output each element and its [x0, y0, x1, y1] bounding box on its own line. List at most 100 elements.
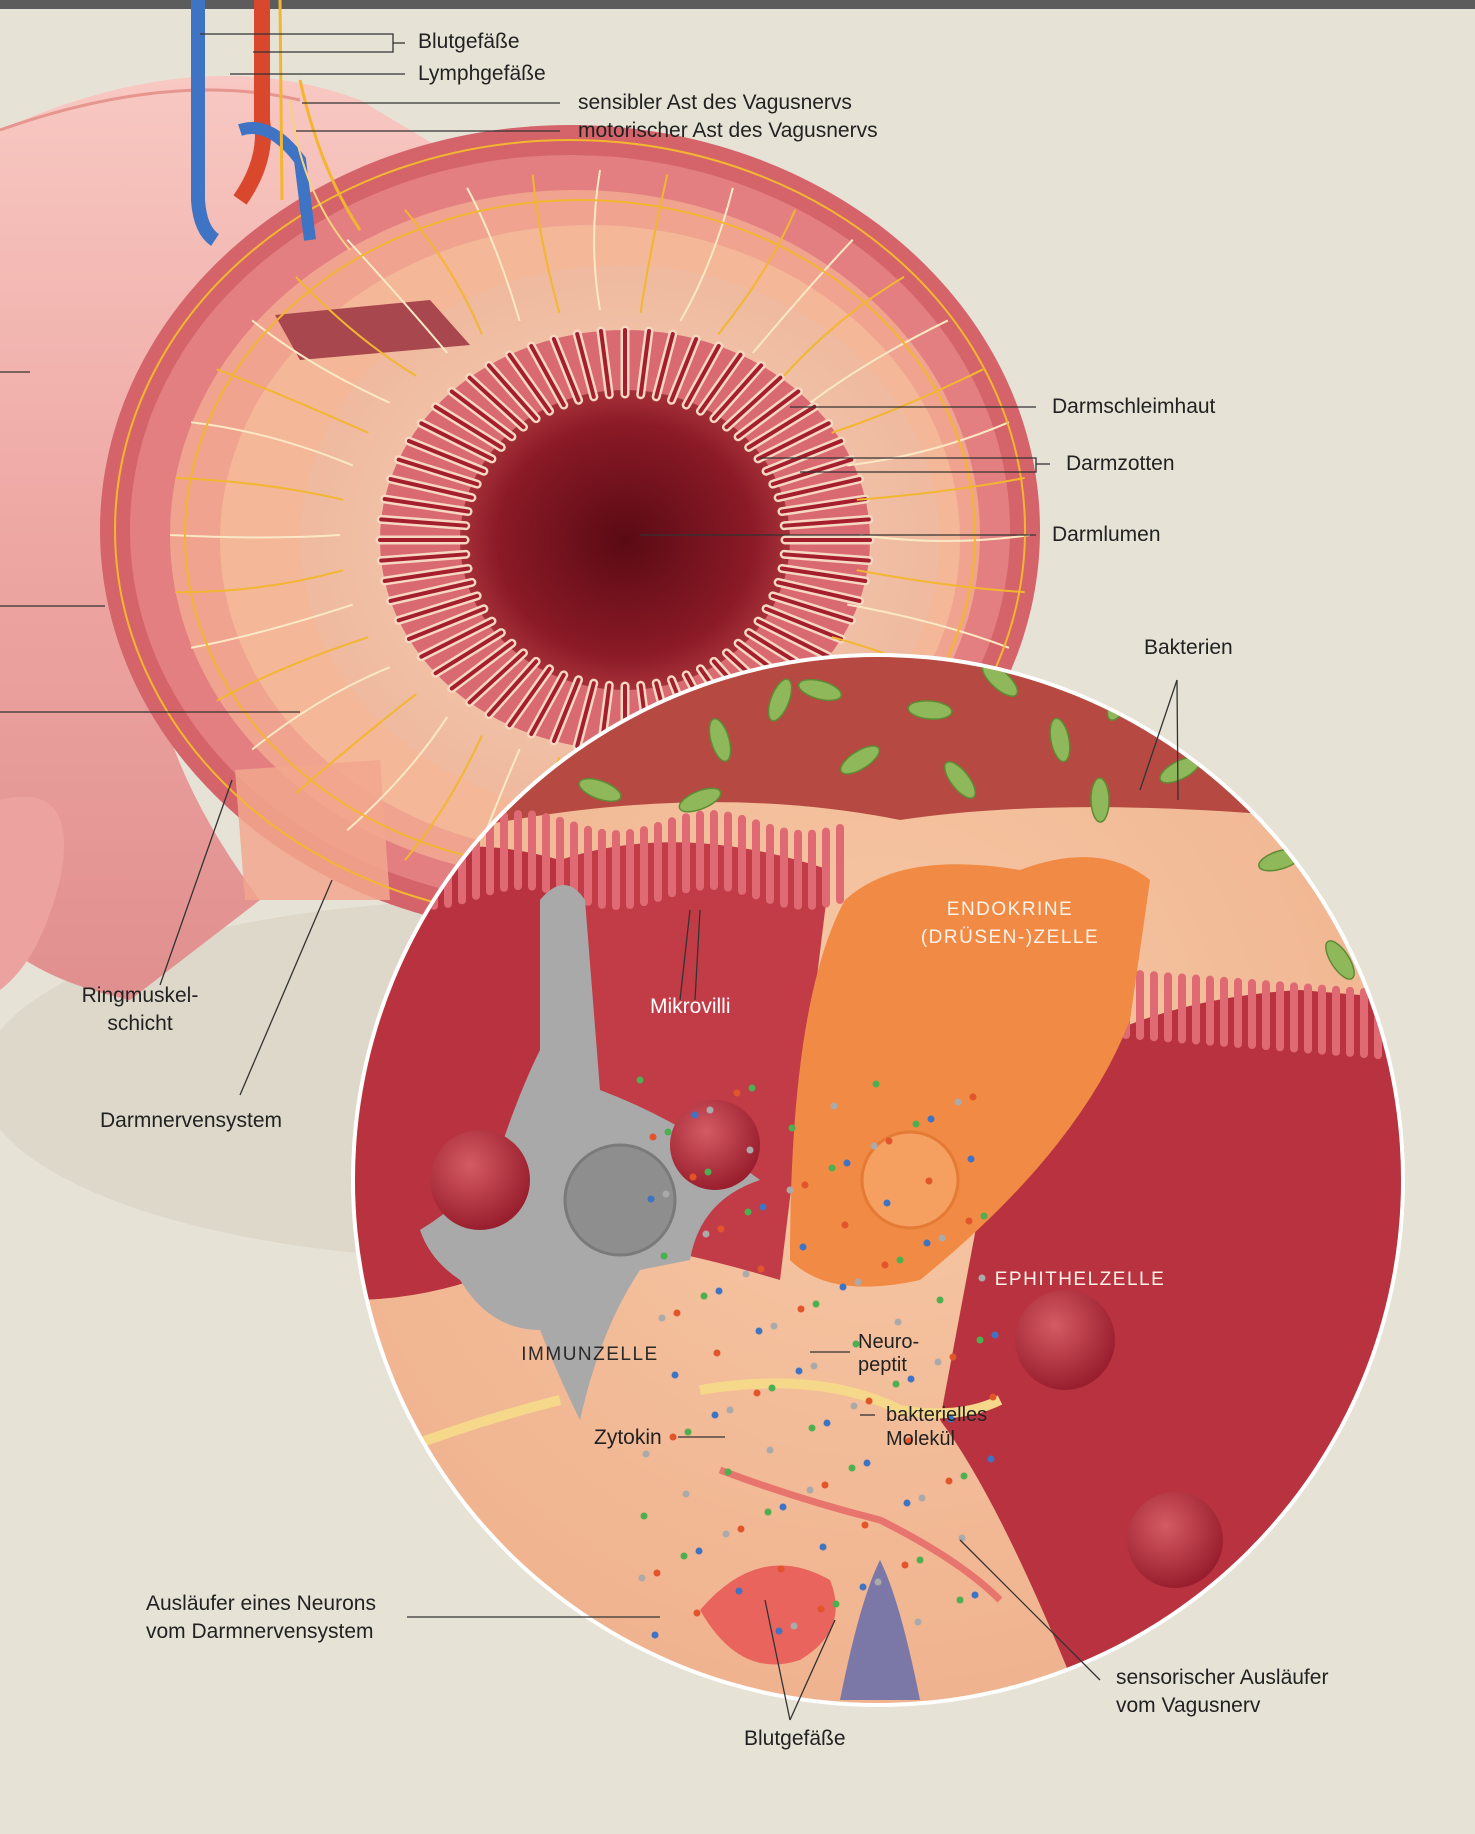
microvillus	[1332, 986, 1340, 1056]
molecule	[683, 1491, 690, 1498]
molecule	[681, 1553, 688, 1560]
label-ringmuskel-1: Ringmuskel-	[70, 982, 210, 1010]
bacterium	[1339, 817, 1362, 863]
molecule	[756, 1328, 763, 1335]
label-darmzotten: Darmzotten	[1066, 450, 1175, 478]
molecule	[747, 1147, 754, 1154]
label-bakterien: Bakterien	[1144, 634, 1233, 662]
microvillus	[724, 812, 732, 892]
molecule	[796, 1368, 803, 1375]
microvillus	[682, 813, 690, 893]
molecule	[727, 1407, 734, 1414]
molecule	[749, 1085, 756, 1092]
molecule	[904, 1500, 911, 1507]
microvillus	[514, 810, 522, 890]
microvillus	[766, 824, 774, 904]
molecule	[818, 1606, 825, 1613]
molecule	[789, 1125, 796, 1132]
label-ringmuskel-2: schicht	[70, 1010, 210, 1038]
molecule	[765, 1509, 772, 1516]
molecule	[769, 1385, 776, 1392]
label-endokrine-2: (DRÜSEN-)ZELLE	[900, 925, 1120, 951]
label-ephithelzelle: EPHITHELZELLE	[980, 1267, 1180, 1293]
molecule	[992, 1332, 999, 1339]
molecule	[754, 1390, 761, 1397]
microvillus	[836, 824, 844, 904]
molecule	[760, 1204, 767, 1211]
microvillus	[1150, 971, 1158, 1041]
microvillus	[1248, 979, 1256, 1049]
molecule	[855, 1279, 862, 1286]
molecule	[663, 1191, 670, 1198]
molecule	[988, 1456, 995, 1463]
molecule	[738, 1526, 745, 1533]
microvillus	[780, 828, 788, 908]
molecule	[725, 1469, 732, 1476]
molecule	[637, 1077, 644, 1084]
molecule	[919, 1495, 926, 1502]
microvillus	[752, 819, 760, 899]
label-darmnervensystem: Darmnervensystem	[100, 1107, 282, 1135]
molecule	[650, 1134, 657, 1141]
microvillus	[1206, 976, 1214, 1046]
molecule	[736, 1588, 743, 1595]
molecule	[884, 1200, 891, 1207]
molecule	[665, 1129, 672, 1136]
molecule	[966, 1218, 973, 1225]
microvillus	[500, 812, 508, 892]
label-lymphgefaesse: Lymphgefäße	[418, 60, 546, 88]
molecule	[871, 1143, 878, 1150]
molecule	[990, 1394, 997, 1401]
molecule	[860, 1584, 867, 1591]
molecule	[968, 1156, 975, 1163]
molecule	[959, 1535, 966, 1542]
label-auslaeufer-neuron-2: vom Darmnervensystem	[146, 1618, 374, 1646]
bacterium	[1217, 707, 1263, 732]
molecule	[672, 1372, 679, 1379]
microvillus	[1178, 973, 1186, 1043]
microvillus	[528, 811, 536, 891]
molecule	[811, 1363, 818, 1370]
nucleus	[670, 1100, 760, 1190]
molecule	[714, 1350, 721, 1357]
microvillus	[1220, 977, 1228, 1047]
microvillus	[738, 815, 746, 895]
molecule	[652, 1632, 659, 1639]
molecule	[939, 1235, 946, 1242]
microvillus	[542, 813, 550, 893]
microvillus	[1346, 987, 1354, 1057]
bacterium	[1091, 778, 1110, 822]
bacterium	[1278, 758, 1321, 802]
molecule	[639, 1575, 646, 1582]
molecule	[822, 1482, 829, 1489]
molecule	[924, 1240, 931, 1247]
molecule	[800, 1244, 807, 1251]
microvillus	[1136, 970, 1144, 1040]
molecule	[703, 1231, 710, 1238]
molecule	[928, 1116, 935, 1123]
label-darmschleimhaut: Darmschleimhaut	[1052, 393, 1215, 421]
nucleus	[1015, 1290, 1115, 1390]
molecule	[842, 1222, 849, 1229]
molecule	[893, 1381, 900, 1388]
molecule	[716, 1288, 723, 1295]
microvillus	[612, 830, 620, 910]
microvillus	[668, 817, 676, 897]
microvillus	[640, 826, 648, 906]
microvillus	[1234, 978, 1242, 1048]
label-darmlumen: Darmlumen	[1052, 521, 1161, 549]
microvillus	[598, 829, 606, 909]
molecule	[897, 1257, 904, 1264]
molecule	[833, 1601, 840, 1608]
molecule	[915, 1619, 922, 1626]
molecule	[685, 1429, 692, 1436]
molecule	[895, 1319, 902, 1326]
molecule	[791, 1623, 798, 1630]
molecule	[937, 1297, 944, 1304]
microvillus	[1360, 988, 1368, 1058]
molecule	[802, 1182, 809, 1189]
molecule	[862, 1522, 869, 1529]
molecule	[824, 1420, 831, 1427]
